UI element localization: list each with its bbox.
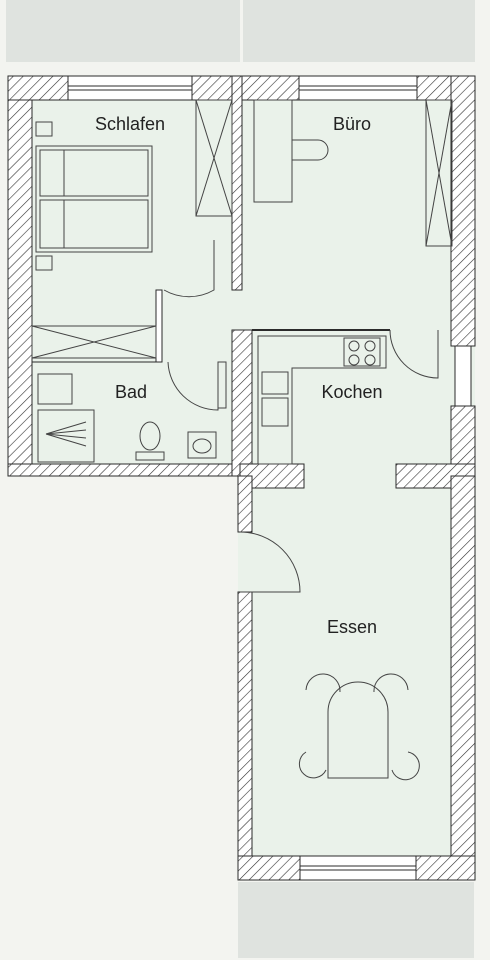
room-label-schlafen: Schlafen <box>95 114 165 134</box>
room-label-essen: Essen <box>327 617 377 637</box>
toilet <box>139 421 161 451</box>
room-label-kochen: Kochen <box>321 382 382 402</box>
double-bed <box>35 145 153 253</box>
kitchen-counter <box>257 335 387 465</box>
shower <box>37 409 95 463</box>
room-label-buero: Büro <box>333 114 371 134</box>
balcony-top-right <box>243 0 475 62</box>
room-label-bad: Bad <box>115 382 147 402</box>
terrace-bottom <box>238 882 474 958</box>
floor-essen <box>238 476 476 880</box>
office-chair <box>291 139 329 161</box>
sink-bad <box>187 431 217 459</box>
walls <box>7 75 476 881</box>
balcony-top <box>6 0 240 62</box>
dining-table <box>327 681 389 779</box>
furniture <box>31 99 453 781</box>
wardrobe-schlafen <box>195 99 233 217</box>
